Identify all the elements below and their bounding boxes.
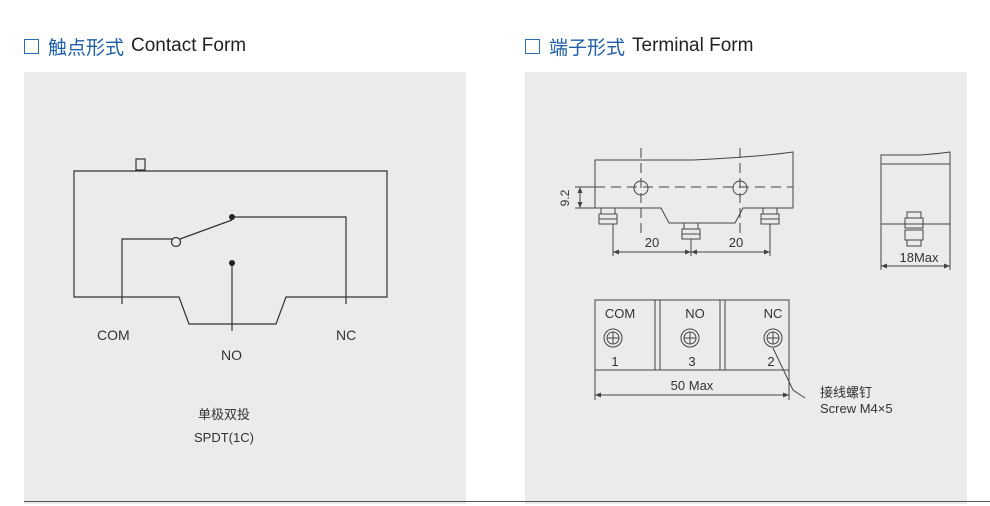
screw-leader-line bbox=[772, 347, 806, 399]
terminal-number-2: 2 bbox=[767, 354, 774, 369]
caption-en: SPDT(1C) bbox=[194, 430, 254, 445]
no-label: NO bbox=[221, 347, 242, 363]
no-contact-point bbox=[229, 260, 235, 266]
nc-lead bbox=[232, 216, 347, 304]
dim-width: 18Max bbox=[899, 250, 939, 265]
caption-cn: 单极双投 bbox=[198, 407, 250, 423]
terminal-number-1: 1 bbox=[611, 354, 618, 369]
moving-contact bbox=[179, 219, 233, 240]
terminal-screw-2 bbox=[763, 328, 783, 348]
dim-right-spacing: 20 bbox=[729, 235, 743, 250]
contact-form-diagram: COM NO NC 单极双投 SPDT(1C) bbox=[73, 158, 388, 445]
screw-note-en: Screw M4×5 bbox=[820, 401, 893, 416]
terminal-name-nc: NC bbox=[764, 306, 783, 321]
front-view-body bbox=[594, 151, 794, 224]
screw-note-cn: 接线螺钉 bbox=[820, 385, 872, 401]
dim-left-spacing: 20 bbox=[645, 235, 659, 250]
bottom-view-body bbox=[594, 299, 790, 371]
switch-body-top bbox=[73, 170, 388, 232]
contact-form-panel: COM NO NC 单极双投 SPDT(1C) bbox=[24, 72, 466, 504]
pivot-point bbox=[170, 236, 182, 248]
terminal-screw-1 bbox=[603, 328, 623, 348]
bottom-divider bbox=[24, 501, 990, 502]
contact-form-title-cn: 触点形式 bbox=[48, 36, 125, 59]
switch-body-bottom bbox=[73, 232, 388, 325]
com-label: COM bbox=[97, 327, 130, 343]
checkbox-icon bbox=[525, 38, 540, 54]
terminal-form-header: 端子形式 Terminal Form bbox=[525, 34, 754, 59]
terminal-screw-3 bbox=[680, 328, 700, 348]
contact-form-header: 触点形式 Contact Form bbox=[24, 34, 247, 59]
terminal-form-title-cn: 端子形式 bbox=[549, 36, 626, 59]
terminal-name-no: NO bbox=[685, 306, 705, 321]
nc-contact-point bbox=[229, 214, 235, 220]
contact-form-title-en: Contact Form bbox=[131, 35, 247, 56]
terminal-form-title-en: Terminal Form bbox=[632, 35, 754, 56]
terminal-form-diagram: 9.2 20 20 18Max 50 Max COM NO NC 1 3 2 接… bbox=[558, 148, 951, 416]
dim-height: 9.2 bbox=[558, 189, 572, 206]
terminal-form-panel: 9.2 20 20 18Max 50 Max COM NO NC 1 3 2 接… bbox=[525, 72, 967, 504]
nc-label: NC bbox=[336, 327, 356, 343]
com-lead bbox=[121, 238, 176, 304]
checkbox-icon bbox=[24, 38, 39, 54]
actuator-plunger bbox=[135, 158, 146, 171]
dim-length: 50 Max bbox=[671, 378, 714, 393]
terminal-number-3: 3 bbox=[688, 354, 695, 369]
side-view-body bbox=[880, 151, 951, 225]
mount-hole-1 bbox=[633, 180, 649, 196]
terminal-name-com: COM bbox=[605, 306, 635, 321]
mount-hole-2 bbox=[732, 180, 748, 196]
